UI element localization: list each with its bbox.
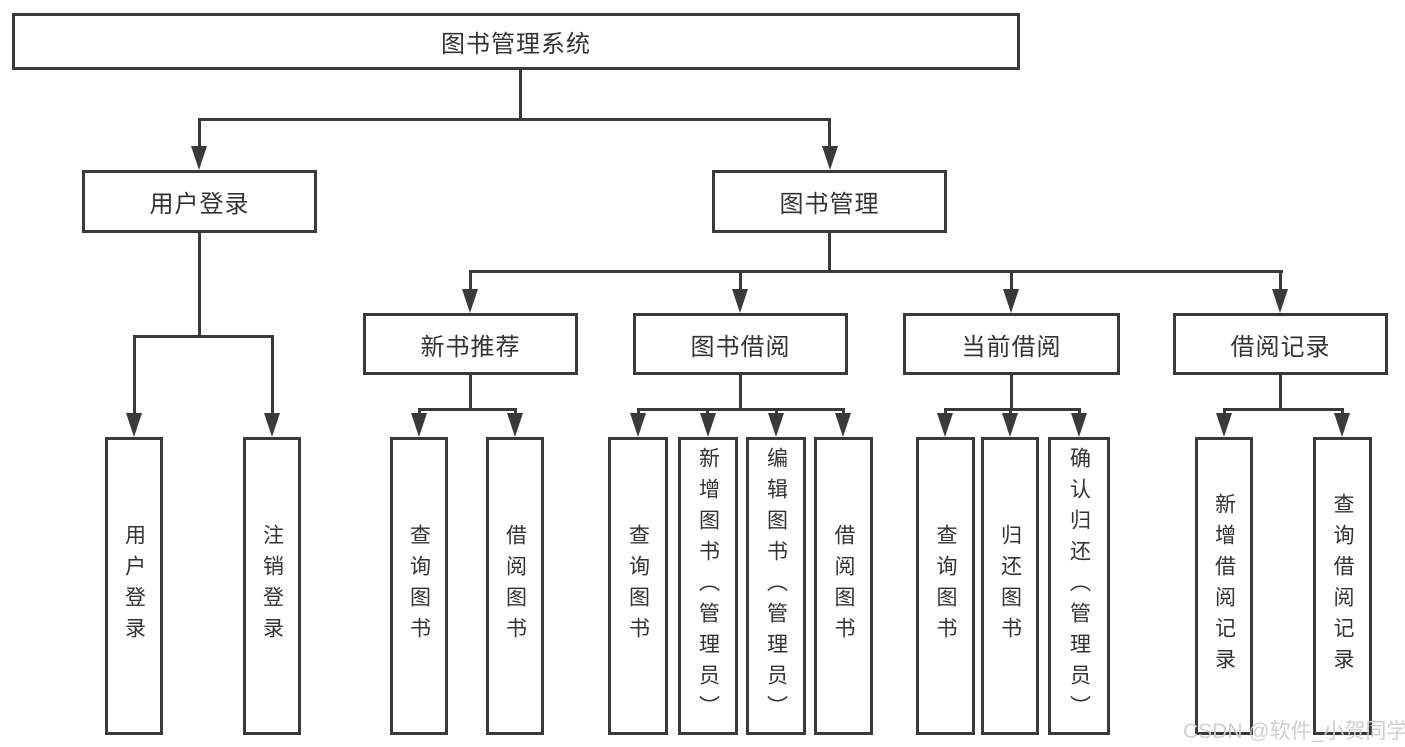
connector-borrow-record-stem: [1279, 375, 1282, 410]
connector-root-stem: [519, 70, 522, 120]
node-root-label: 图书管理系统: [441, 31, 591, 58]
arrow-down-icon: [411, 413, 427, 437]
leaf-query-borrow-record: 查询借阅记录: [1313, 437, 1372, 735]
leaf-edit-book-admin: 编辑图书（管理员）: [746, 437, 806, 735]
arrow-down-icon: [462, 289, 478, 313]
leaf-user-login-label: 用户登录: [122, 524, 146, 648]
arrow-down-icon: [1272, 289, 1288, 313]
connector-drop-borrow-record: [1279, 272, 1282, 294]
arrow-down-icon: [1334, 413, 1350, 437]
arrow-down-icon: [264, 413, 280, 437]
arrow-down-icon: [507, 413, 523, 437]
leaf-edit-book-admin-label: 编辑图书（管理员）: [764, 446, 788, 726]
connector-drop-leaf-user-login: [133, 337, 136, 417]
leaf-logout-label: 注销登录: [260, 524, 284, 648]
node-new-book-recommend: 新书推荐: [363, 313, 578, 375]
arrow-down-icon: [937, 413, 953, 437]
leaf-current-query-book: 查询图书: [916, 437, 975, 735]
node-current-borrow-label: 当前借阅: [961, 333, 1062, 361]
connector-root-crossbar: [198, 118, 831, 121]
connector-drop-leaf-logout: [271, 337, 274, 417]
connector-book-management-crossbar: [469, 270, 1283, 273]
leaf-return-book-label: 归还图书: [998, 524, 1022, 648]
leaf-current-query-book-label: 查询图书: [934, 524, 957, 648]
leaf-return-book: 归还图书: [981, 437, 1039, 735]
arrow-down-icon: [768, 413, 784, 437]
connector-drop-book-borrow: [739, 272, 742, 294]
arrow-down-icon: [1071, 413, 1087, 437]
leaf-add-book-admin: 新增图书（管理员）: [678, 437, 738, 735]
connector-recommend-crossbar: [418, 408, 517, 411]
leaf-borrow-query-book-label: 查询图书: [626, 524, 650, 648]
connector-drop-book-management: [828, 120, 831, 150]
connector-user-login-stem: [198, 233, 201, 337]
node-borrow-record-label: 借阅记录: [1230, 333, 1331, 361]
node-user-login: 用户登录: [82, 170, 317, 233]
leaf-confirm-return-admin-label: 确认归还（管理员）: [1067, 446, 1091, 726]
connector-borrow-record-crossbar: [1223, 408, 1344, 411]
leaf-add-borrow-record-label: 新增借阅记录: [1212, 493, 1236, 679]
node-current-borrow: 当前借阅: [903, 313, 1120, 375]
leaf-recommend-borrow-book: 借阅图书: [486, 437, 544, 735]
leaf-borrow-borrow-book: 借阅图书: [814, 437, 873, 735]
node-borrow-record: 借阅记录: [1173, 313, 1388, 375]
leaf-recommend-query-book-label: 查询图书: [407, 524, 431, 648]
connector-book-management-stem: [828, 233, 831, 272]
arrow-down-icon: [126, 413, 142, 437]
arrow-down-icon: [1002, 413, 1018, 437]
arrow-down-icon: [700, 413, 716, 437]
node-book-management: 图书管理: [712, 170, 947, 233]
leaf-add-borrow-record: 新增借阅记录: [1195, 437, 1253, 735]
leaf-user-login: 用户登录: [105, 437, 163, 735]
arrow-down-icon: [732, 289, 748, 313]
leaf-query-borrow-record-label: 查询借阅记录: [1331, 493, 1354, 679]
leaf-recommend-borrow-book-label: 借阅图书: [503, 524, 527, 648]
leaf-recommend-query-book: 查询图书: [390, 437, 448, 735]
connector-book-borrow-stem: [739, 375, 742, 410]
node-new-book-recommend-label: 新书推荐: [420, 333, 521, 361]
connector-drop-current-borrow: [1010, 272, 1013, 294]
node-book-borrow: 图书借阅: [633, 313, 848, 375]
connector-drop-new-book-recommend: [469, 272, 472, 294]
leaf-borrow-borrow-book-label: 借阅图书: [832, 524, 855, 648]
node-user-login-label: 用户登录: [149, 191, 250, 218]
connector-user-login-crossbar: [133, 335, 274, 338]
leaf-add-book-admin-label: 新增图书（管理员）: [696, 446, 720, 726]
connector-current-borrow-crossbar: [944, 408, 1081, 411]
leaf-logout: 注销登录: [243, 437, 301, 735]
arrow-down-icon: [630, 413, 646, 437]
connector-book-borrow-crossbar: [637, 408, 845, 411]
arrow-down-icon: [835, 413, 851, 437]
connector-drop-user-login: [198, 120, 201, 150]
connector-recommend-stem: [469, 375, 472, 410]
leaf-confirm-return-admin: 确认归还（管理员）: [1048, 437, 1110, 735]
node-book-management-label: 图书管理: [779, 191, 880, 218]
node-book-borrow-label: 图书借阅: [690, 333, 791, 361]
csdn-watermark: CSDN @软件_小贺同学: [1183, 720, 1405, 743]
arrow-down-icon: [191, 146, 207, 170]
leaf-borrow-query-book: 查询图书: [608, 437, 668, 735]
arrow-down-icon: [822, 146, 838, 170]
arrow-down-icon: [1003, 289, 1019, 313]
node-root: 图书管理系统: [12, 13, 1020, 70]
connector-current-borrow-stem: [1010, 375, 1013, 410]
arrow-down-icon: [1216, 413, 1232, 437]
